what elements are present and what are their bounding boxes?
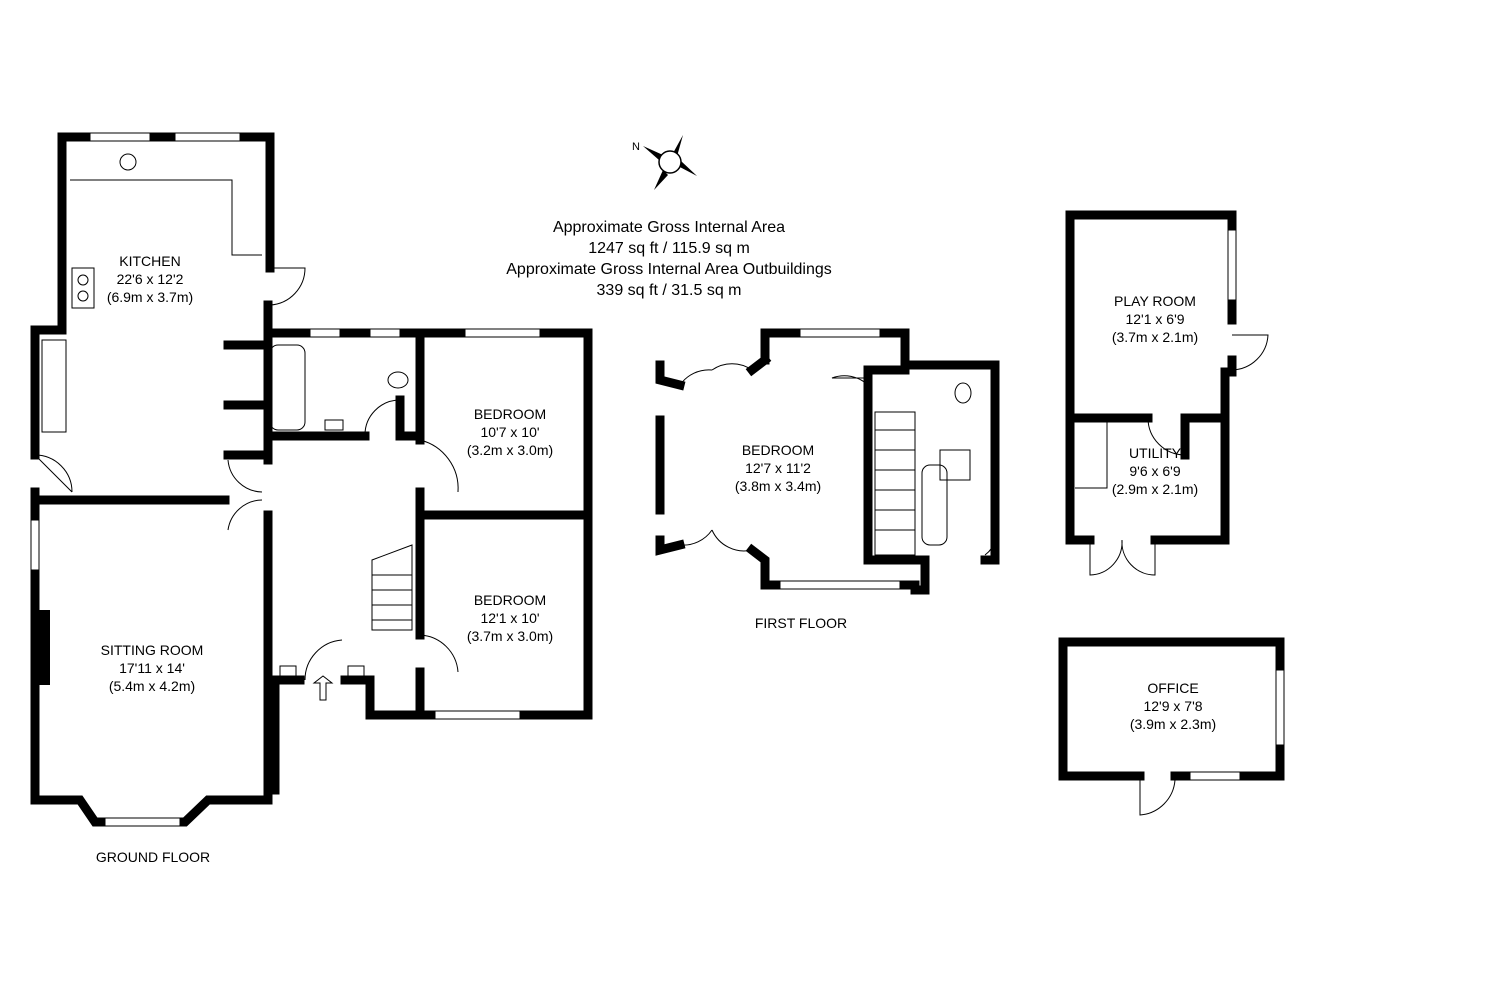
room-bedroom-first-floor: BEDROOM 12'7 x 11'2 (3.8m x 3.4m) (735, 442, 821, 494)
area-line-1: Approximate Gross Internal Area (553, 219, 785, 236)
room-office: OFFICE 12'9 x 7'8 (3.9m x 2.3m) (1130, 680, 1216, 732)
ground-floor-label: GROUND FLOOR (96, 849, 210, 865)
first-floor-walls (655, 328, 1000, 595)
first-floor-label: FIRST FLOOR (755, 615, 847, 631)
compass-north-label: N (632, 141, 640, 153)
room-metric: (3.7m x 3.0m) (467, 628, 553, 644)
room-name: KITCHEN (119, 253, 180, 269)
outbuilding-office-walls (1058, 637, 1285, 816)
room-metric: (5.4m x 4.2m) (109, 678, 195, 694)
room-imperial: 10'7 x 10' (480, 424, 539, 440)
room-name: BEDROOM (474, 592, 546, 608)
room-metric: (3.7m x 2.1m) (1112, 329, 1198, 345)
ground-floor-walls (30, 132, 593, 827)
room-kitchen: KITCHEN 22'6 x 12'2 (6.9m x 3.7m) (107, 253, 193, 305)
room-imperial: 22'6 x 12'2 (117, 271, 184, 287)
room-name: UTILITY (1129, 445, 1182, 461)
room-metric: (3.2m x 3.0m) (467, 442, 553, 458)
room-utility: UTILITY 9'6 x 6'9 (2.9m x 2.1m) (1112, 445, 1198, 497)
room-bedroom-2: BEDROOM 12'1 x 10' (3.7m x 3.0m) (467, 592, 553, 644)
area-line-2: 1247 sq ft / 115.9 sq m (588, 240, 750, 257)
ground-floor-windows (30, 132, 541, 827)
room-imperial: 12'9 x 7'8 (1143, 698, 1202, 714)
room-metric: (3.8m x 3.4m) (735, 478, 821, 494)
room-imperial: 9'6 x 6'9 (1129, 463, 1180, 479)
room-imperial: 12'1 x 6'9 (1125, 311, 1184, 327)
room-name: OFFICE (1147, 680, 1198, 696)
compass-rose-icon: N (632, 135, 697, 190)
room-bedroom-1: BEDROOM 10'7 x 10' (3.2m x 3.0m) (467, 406, 553, 458)
room-metric: (6.9m x 3.7m) (107, 289, 193, 305)
room-imperial: 12'1 x 10' (480, 610, 539, 626)
room-name: SITTING ROOM (101, 642, 204, 658)
area-summary: Approximate Gross Internal Area 1247 sq … (506, 219, 832, 299)
room-play-room: PLAY ROOM 12'1 x 6'9 (3.7m x 2.1m) (1112, 293, 1198, 345)
room-name: PLAY ROOM (1114, 293, 1196, 309)
room-name: BEDROOM (742, 442, 814, 458)
outbuilding-playroom-utility-walls (1065, 210, 1269, 576)
ground-floor-doors (34, 153, 459, 701)
area-line-3: Approximate Gross Internal Area Outbuild… (506, 261, 832, 278)
room-imperial: 12'7 x 11'2 (745, 460, 811, 476)
room-name: BEDROOM (474, 406, 546, 422)
room-sitting-room: SITTING ROOM 17'11 x 14' (5.4m x 4.2m) (101, 642, 204, 694)
room-imperial: 17'11 x 14' (119, 660, 185, 676)
room-metric: (2.9m x 2.1m) (1112, 481, 1198, 497)
area-line-4: 339 sq ft / 31.5 sq m (597, 282, 742, 299)
room-metric: (3.9m x 2.3m) (1130, 716, 1216, 732)
